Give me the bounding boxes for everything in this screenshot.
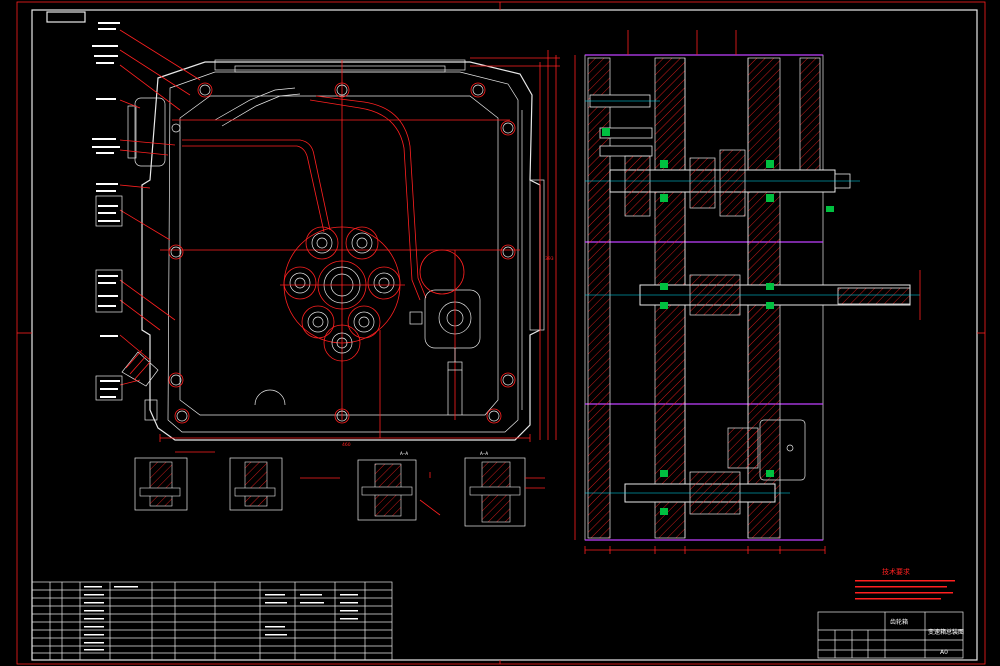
drawing-number-box	[46, 11, 86, 23]
shaft-3	[585, 419, 806, 515]
height-dim: 393	[545, 256, 554, 262]
parts-list-stubs	[84, 586, 358, 651]
shaft-section-view	[574, 30, 921, 554]
overall-width-dim: 460	[342, 442, 351, 448]
section-dimensions	[574, 30, 826, 554]
outer-frame	[16, 1, 986, 665]
shaft-1	[585, 94, 860, 217]
planet-gear-cluster	[280, 226, 405, 362]
bolt-holes	[168, 82, 516, 424]
detail-aa-label: A—A	[480, 451, 488, 457]
pump-body	[409, 249, 481, 420]
border-ticks	[17, 2, 985, 664]
inner-frame	[31, 9, 978, 661]
detail-sections: A—A	[134, 451, 545, 527]
drain-plug	[121, 349, 159, 421]
annotation-stubs	[92, 22, 120, 398]
main-dimensions	[159, 50, 560, 442]
tech-requirements: 技术要求	[855, 567, 955, 600]
housing-main-view: 460 393 A—A	[92, 22, 560, 457]
title-block: 齿轮箱 变速箱总装图 A0	[817, 611, 964, 659]
parts-list	[31, 581, 393, 661]
sheet-size: A0	[940, 649, 948, 656]
annotation-boxes	[95, 195, 123, 401]
section-mark-aa: A—A	[400, 451, 408, 457]
drawing-name: 变速箱总装图	[928, 628, 964, 636]
tech-requirements-title: 技术要求	[882, 567, 910, 576]
shaft-2	[585, 270, 921, 320]
leader-lines	[119, 29, 201, 386]
company-label: 齿轮箱	[890, 618, 908, 626]
